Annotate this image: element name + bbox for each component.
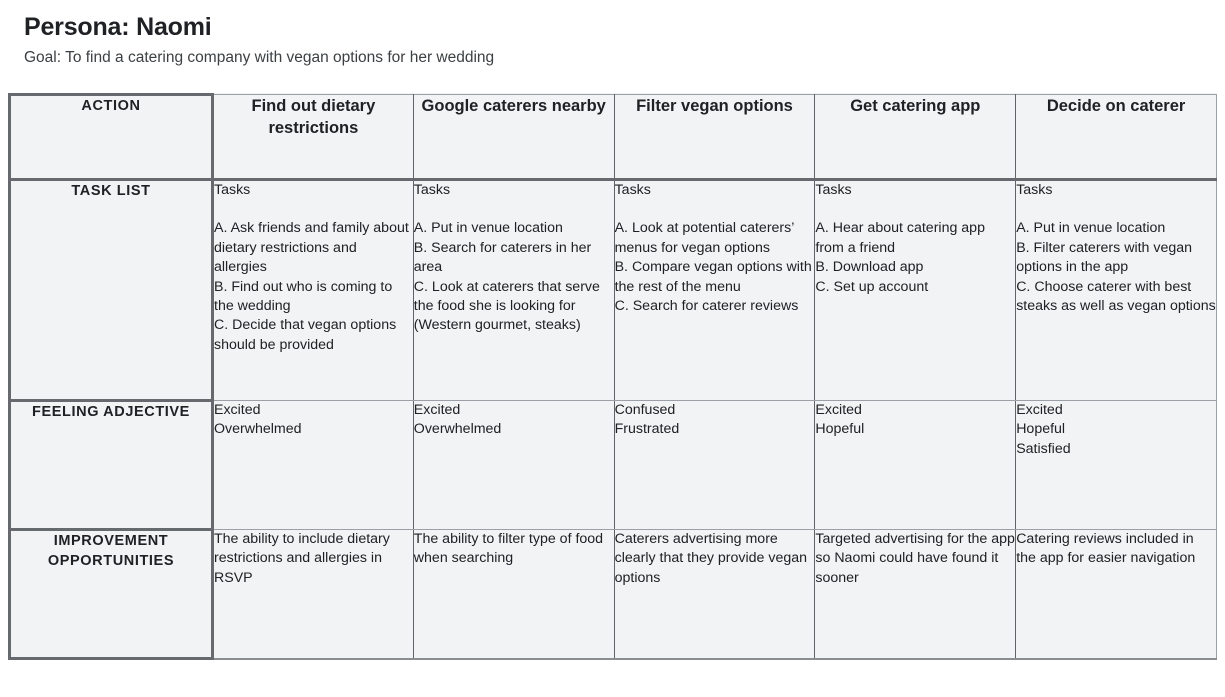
- feeling-text: Excited Overwhelmed: [413, 402, 502, 438]
- row-label-feeling-adjective: FEELING ADJECTIVE: [8, 399, 214, 531]
- action-header-stage-3: Filter vegan options: [613, 94, 816, 181]
- row-label-action: ACTION: [8, 93, 214, 181]
- persona-header: Persona: Naomi Goal: To find a catering …: [0, 0, 1225, 68]
- action-header-stage-5: Decide on caterer: [1015, 94, 1217, 181]
- action-header-stage-2: Google caterers nearby: [412, 94, 615, 181]
- action-header-stage-1: Find out dietary restrictions: [212, 94, 414, 181]
- tasks-heading: Tasks: [614, 182, 651, 198]
- improvement-text: The ability to filter type of food when …: [413, 531, 604, 567]
- improvement-text: Targeted advertising for the app so Naom…: [815, 531, 1015, 586]
- tasks-text: A. Put in venue location B. Filter cater…: [1016, 220, 1216, 315]
- feeling-cell-stage-2: Excited Overwhelmed: [412, 400, 615, 530]
- row-label-improvement-opportunities: IMPROVEMENT OPPORTUNITIES: [8, 528, 214, 660]
- task-list-cell-stage-3: Tasks A. Look at potential caterers’ men…: [613, 179, 816, 401]
- journey-map-table-container: ACTION Find out dietary restrictions Goo…: [8, 93, 1217, 660]
- feeling-cell-stage-5: Excited Hopeful Satisfied: [1015, 400, 1217, 530]
- task-list-cell-stage-5: Tasks A. Put in venue location B. Filter…: [1015, 179, 1217, 401]
- task-list-cell-stage-1: Tasks A. Ask friends and family about di…: [212, 179, 414, 401]
- feeling-text: Excited Overwhelmed: [214, 402, 302, 438]
- tasks-text: A. Ask friends and family about dietary …: [214, 220, 409, 353]
- page-title: Persona: Naomi: [24, 13, 212, 41]
- improvement-text: Caterers advertising more clearly that t…: [614, 531, 808, 586]
- row-label-task-list: TASK LIST: [8, 178, 214, 402]
- improvement-cell-stage-3: Caterers advertising more clearly that t…: [613, 529, 816, 660]
- tasks-text: A. Look at potential caterers’ menus for…: [614, 220, 812, 315]
- task-list-cell-stage-2: Tasks A. Put in venue location B. Search…: [412, 179, 615, 401]
- feeling-text: Confused Frustrated: [614, 402, 680, 438]
- table-row-task-list: TASK LIST Tasks A. Ask friends and famil…: [8, 178, 1217, 402]
- feeling-cell-stage-3: Confused Frustrated: [613, 400, 816, 530]
- tasks-heading: Tasks: [413, 182, 451, 198]
- action-header-stage-4: Get catering app: [814, 94, 1017, 181]
- tasks-heading: Tasks: [1016, 182, 1053, 198]
- table-row-improvement-opportunities: IMPROVEMENT OPPORTUNITIES The ability to…: [8, 528, 1217, 660]
- feeling-text: Excited Hopeful Satisfied: [1016, 402, 1071, 457]
- feeling-cell-stage-1: Excited Overwhelmed: [212, 400, 414, 530]
- improvement-text: The ability to include dietary restricti…: [214, 531, 390, 586]
- table-row-action: ACTION Find out dietary restrictions Goo…: [8, 93, 1217, 181]
- tasks-heading: Tasks: [815, 182, 852, 198]
- tasks-text: A. Put in venue location B. Search for c…: [413, 220, 600, 334]
- journey-map-table: ACTION Find out dietary restrictions Goo…: [8, 93, 1217, 660]
- feeling-cell-stage-4: Excited Hopeful: [814, 400, 1017, 530]
- improvement-cell-stage-1: The ability to include dietary restricti…: [212, 529, 414, 660]
- improvement-cell-stage-2: The ability to filter type of food when …: [412, 529, 615, 660]
- task-list-cell-stage-4: Tasks A. Hear about catering app from a …: [814, 179, 1017, 401]
- improvement-cell-stage-5: Catering reviews included in the app for…: [1015, 529, 1217, 660]
- table-row-feeling-adjective: FEELING ADJECTIVE Excited Overwhelmed Ex…: [8, 399, 1217, 531]
- tasks-text: A. Hear about catering app from a friend…: [815, 220, 985, 295]
- improvement-cell-stage-4: Targeted advertising for the app so Naom…: [814, 529, 1017, 660]
- feeling-text: Excited Hopeful: [815, 402, 865, 438]
- improvement-text: Catering reviews included in the app for…: [1016, 531, 1196, 567]
- tasks-heading: Tasks: [214, 182, 251, 198]
- persona-goal: Goal: To find a catering company with ve…: [24, 49, 495, 66]
